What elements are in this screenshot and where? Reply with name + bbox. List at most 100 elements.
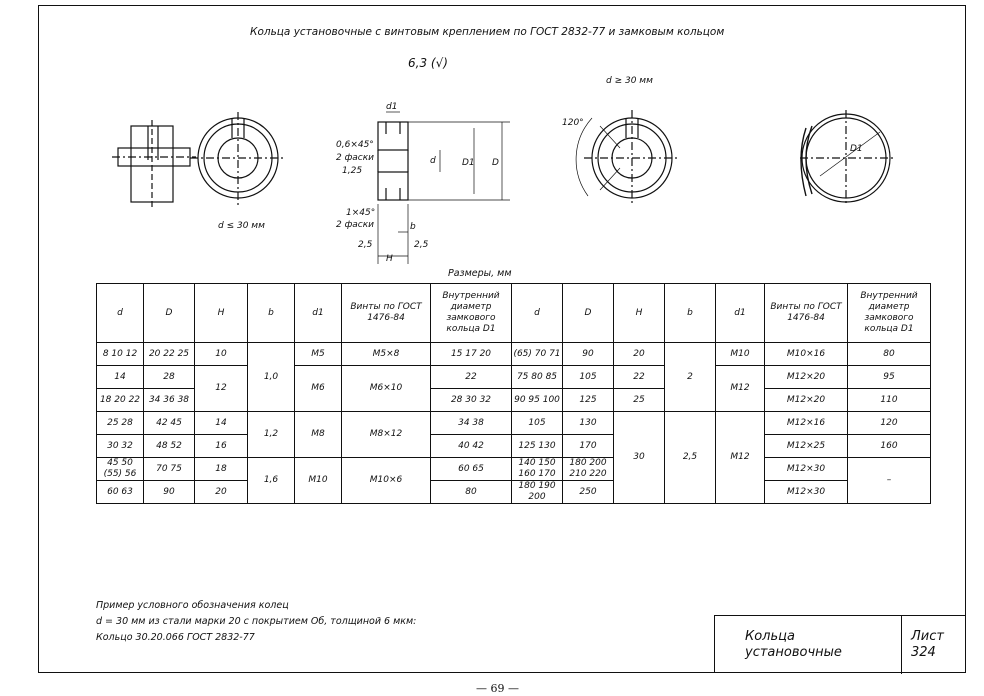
cell: M12×16 <box>764 411 848 435</box>
title-block-sheet: Лист 324 <box>911 629 944 661</box>
ring-front-view-left <box>190 112 286 206</box>
label-d: d <box>430 156 436 166</box>
cell: M12 <box>715 365 765 412</box>
cell: 90 <box>562 342 614 366</box>
cell: 125 <box>562 388 614 412</box>
cell: 48 52 <box>143 434 195 458</box>
cell: 105 <box>562 365 614 389</box>
cell: 95 <box>847 365 931 389</box>
cell: 10 <box>194 342 248 366</box>
cell: 160 <box>847 434 931 458</box>
cell: 16 <box>194 434 248 458</box>
sheet-label: Лист <box>911 629 944 644</box>
cell: 110 <box>847 388 931 412</box>
cell: 1,0 <box>247 342 295 412</box>
cell: 80 <box>430 480 512 504</box>
sizes-caption: Размеры, мм <box>448 268 512 279</box>
label-d1: d1 <box>386 102 398 112</box>
cell: M12×25 <box>764 434 848 458</box>
roughness-mark: 6,3 (√) <box>408 56 448 70</box>
note-chamfer-bottom-count: 2 фаски <box>336 220 375 230</box>
cell: M12×30 <box>764 480 848 504</box>
cell: 25 28 <box>96 411 144 435</box>
cell: 105 <box>511 411 563 435</box>
note-dim-25b: 2,5 <box>414 240 429 250</box>
ring-section-drawing <box>377 111 510 264</box>
cell: 14 <box>96 365 144 389</box>
cell: 20 <box>194 480 248 504</box>
cell: 120 <box>847 411 931 435</box>
cell: 8 10 12 <box>96 342 144 366</box>
label-D1: D1 <box>462 158 475 168</box>
cell: 60 63 <box>96 480 144 504</box>
note-d-le-30: d ≤ 30 мм <box>218 221 265 231</box>
cell: 90 95 100 <box>511 388 563 412</box>
cell: 18 <box>194 457 248 481</box>
cell: M12×20 <box>764 388 848 412</box>
cell: 28 30 32 <box>430 388 512 412</box>
cell: M12 <box>715 411 765 504</box>
cell: M12×30 <box>764 457 848 481</box>
sheet-number: 324 <box>911 645 936 660</box>
cell: 180 190 200 <box>511 480 563 504</box>
ring-front-view-right <box>575 110 680 206</box>
cell: 34 36 38 <box>143 388 195 412</box>
th-d-left: d <box>96 283 144 343</box>
cell: 18 20 22 <box>96 388 144 412</box>
cell: 15 17 20 <box>430 342 512 366</box>
cell: 42 45 <box>143 411 195 435</box>
cell: 45 50 (55) 56 <box>96 457 144 481</box>
cell: 1,6 <box>247 457 295 504</box>
cell: M8×12 <box>341 411 431 458</box>
cell: 25 <box>613 388 665 412</box>
cell: 60 65 <box>430 457 512 481</box>
cell: M10 <box>715 342 765 366</box>
cell: M8 <box>294 411 342 458</box>
cell: M10×16 <box>764 342 848 366</box>
cell: M10 <box>294 457 342 504</box>
title-block: Кольца установочные Лист 324 <box>714 615 966 674</box>
page-number: — 69 — <box>476 682 519 695</box>
cell: 14 <box>194 411 248 435</box>
cell: 180 200 210 220 <box>562 457 614 481</box>
cell: 130 <box>562 411 614 435</box>
note-chamfer-top-count: 2 фаски <box>336 153 375 163</box>
title-block-name-line2: установочные <box>745 645 842 660</box>
cell: 22 <box>430 365 512 389</box>
cell: 170 <box>562 434 614 458</box>
th-H-right: H <box>613 283 665 343</box>
example-line-3: Кольцо 30.20.066 ГОСТ 2832-77 <box>96 632 255 643</box>
cell: 70 75 <box>143 457 195 481</box>
th-D-right: D <box>562 283 614 343</box>
cell: 1,2 <box>247 411 295 458</box>
th-D-left: D <box>143 283 195 343</box>
cell: M12×20 <box>764 365 848 389</box>
cell: 80 <box>847 342 931 366</box>
note-dim-125: 1,25 <box>342 166 363 176</box>
cell: 12 <box>194 365 248 412</box>
drawing-sheet <box>38 5 966 673</box>
th-H-left: H <box>194 283 248 343</box>
label-D: D <box>492 158 499 168</box>
dimensions-table: d D H b d1 Винты по ГОСТ 1476-84 Внутрен… <box>96 283 931 504</box>
cell: M5 <box>294 342 342 366</box>
note-d-ge-30: d ≥ 30 мм <box>606 76 653 86</box>
note-angle-120: 120° <box>562 118 584 128</box>
th-d1-right: d1 <box>715 283 765 343</box>
th-d1-left: d1 <box>294 283 342 343</box>
label-H: H <box>386 254 393 264</box>
title-block-name: Кольца установочные <box>745 629 842 661</box>
title-block-divider <box>901 616 902 674</box>
cell: 2,5 <box>664 411 716 504</box>
cell: 20 22 25 <box>143 342 195 366</box>
example-line-1: Пример условного обозначения колец <box>96 600 289 611</box>
cell: 20 <box>613 342 665 366</box>
th-D1-left: Внутренний диаметр замкового кольца D1 <box>430 283 512 343</box>
drawing-title: Кольца установочные с винтовым крепление… <box>250 26 725 38</box>
note-dim-25a: 2,5 <box>358 240 373 250</box>
cell: M6 <box>294 365 342 412</box>
label-b: b <box>410 222 416 232</box>
cell: 34 38 <box>430 411 512 435</box>
cell: 30 <box>613 411 665 504</box>
